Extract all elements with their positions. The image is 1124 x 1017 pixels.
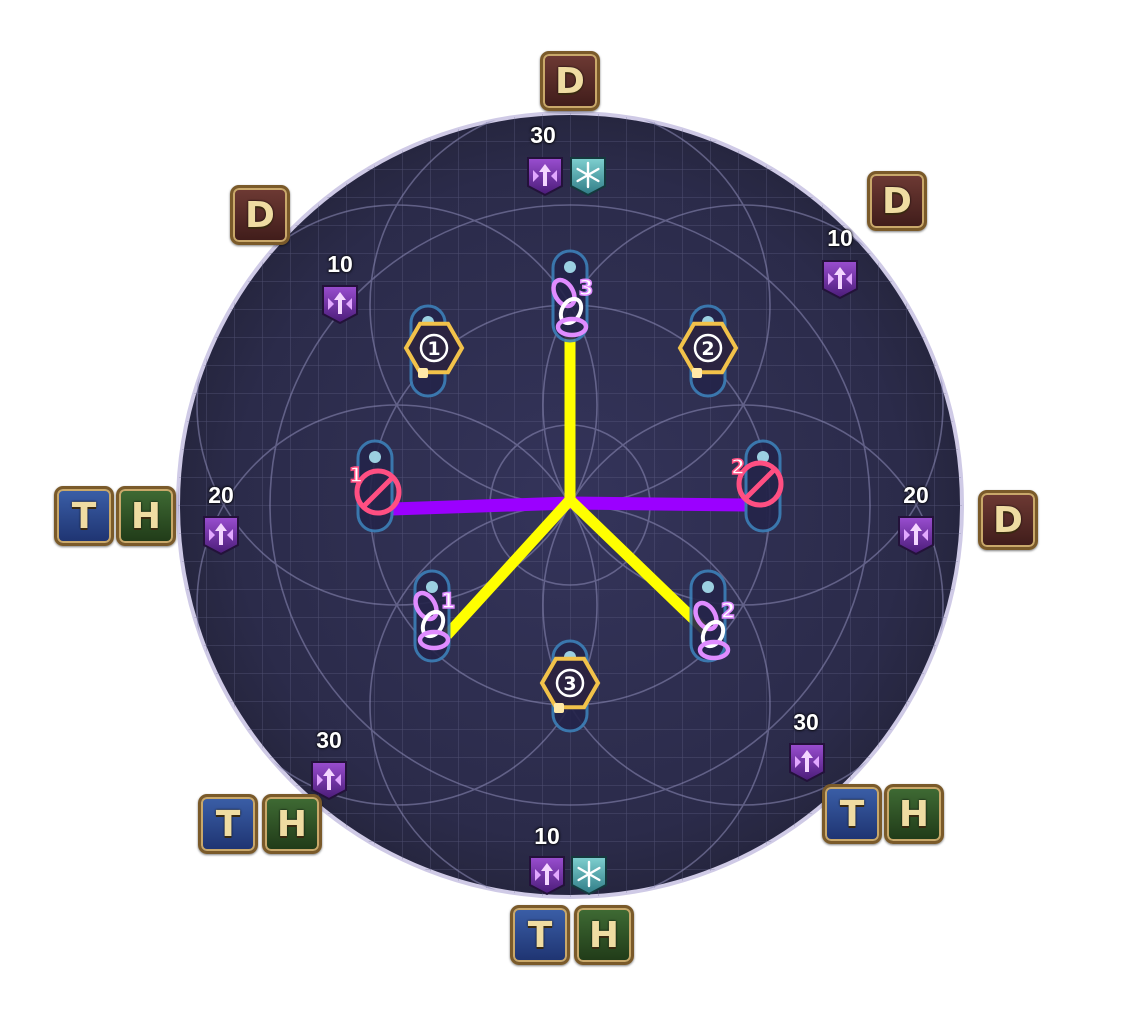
debuff-icon — [788, 742, 826, 782]
chain-marker-number: 1 — [441, 589, 456, 613]
role-healer-tile: H — [116, 486, 176, 546]
chain-marker: 2 — [693, 598, 736, 661]
hexagon-marker-number: 1 — [427, 338, 440, 360]
freeze-icon — [569, 156, 607, 196]
debuff-icon — [897, 515, 935, 555]
debuff-icon — [821, 259, 859, 299]
prohibited-marker: 2 — [730, 454, 784, 508]
debuff-timer: 30 — [530, 122, 556, 148]
role-healer-tile: H — [884, 784, 944, 844]
chain-marker-number: 2 — [721, 599, 736, 623]
chain-marker: 1 — [413, 588, 456, 651]
role-tank-tile: T — [822, 784, 882, 844]
debuff-timer: 10 — [327, 251, 353, 277]
role-tank-tile: T — [510, 905, 570, 965]
role-dps-tile: D — [540, 51, 600, 111]
role-tank-tile: T — [198, 794, 258, 854]
hexagon-marker: 1 — [403, 321, 465, 378]
hexagon-marker: 3 — [539, 656, 601, 713]
hexagon-marker-number: 3 — [563, 673, 576, 695]
debuff-icon — [310, 760, 348, 800]
hexagon-marker: 2 — [677, 321, 739, 378]
role-dps-tile: D — [230, 185, 290, 245]
yellow-tether — [442, 335, 711, 639]
chain-marker-number: 3 — [579, 276, 594, 300]
debuff-icon — [526, 156, 564, 196]
chain-marker: 3 — [551, 275, 594, 338]
prohibited-marker-number: 1 — [349, 463, 363, 487]
debuff-icon — [321, 284, 359, 324]
role-tank-tile: T — [54, 486, 114, 546]
debuff-icon — [202, 515, 240, 555]
freeze-icon — [570, 855, 608, 895]
debuff-icon — [528, 855, 566, 895]
debuff-timer: 30 — [316, 727, 342, 753]
debuff-timer: 10 — [827, 225, 853, 251]
debuff-timer: 10 — [534, 823, 560, 849]
prohibited-marker-number: 2 — [731, 455, 745, 479]
debuff-timer: 30 — [793, 709, 819, 735]
hexagon-marker-number: 2 — [701, 338, 714, 360]
waymark-slot — [744, 439, 782, 533]
purple-tether — [391, 496, 746, 516]
debuff-timer: 20 — [903, 482, 929, 508]
role-healer-tile: H — [262, 794, 322, 854]
role-dps-tile: D — [978, 490, 1038, 550]
role-healer-tile: H — [574, 905, 634, 965]
role-dps-tile: D — [867, 171, 927, 231]
debuff-timer: 20 — [208, 482, 234, 508]
waymark-slot — [689, 569, 727, 663]
prohibited-marker: 1 — [348, 462, 402, 516]
